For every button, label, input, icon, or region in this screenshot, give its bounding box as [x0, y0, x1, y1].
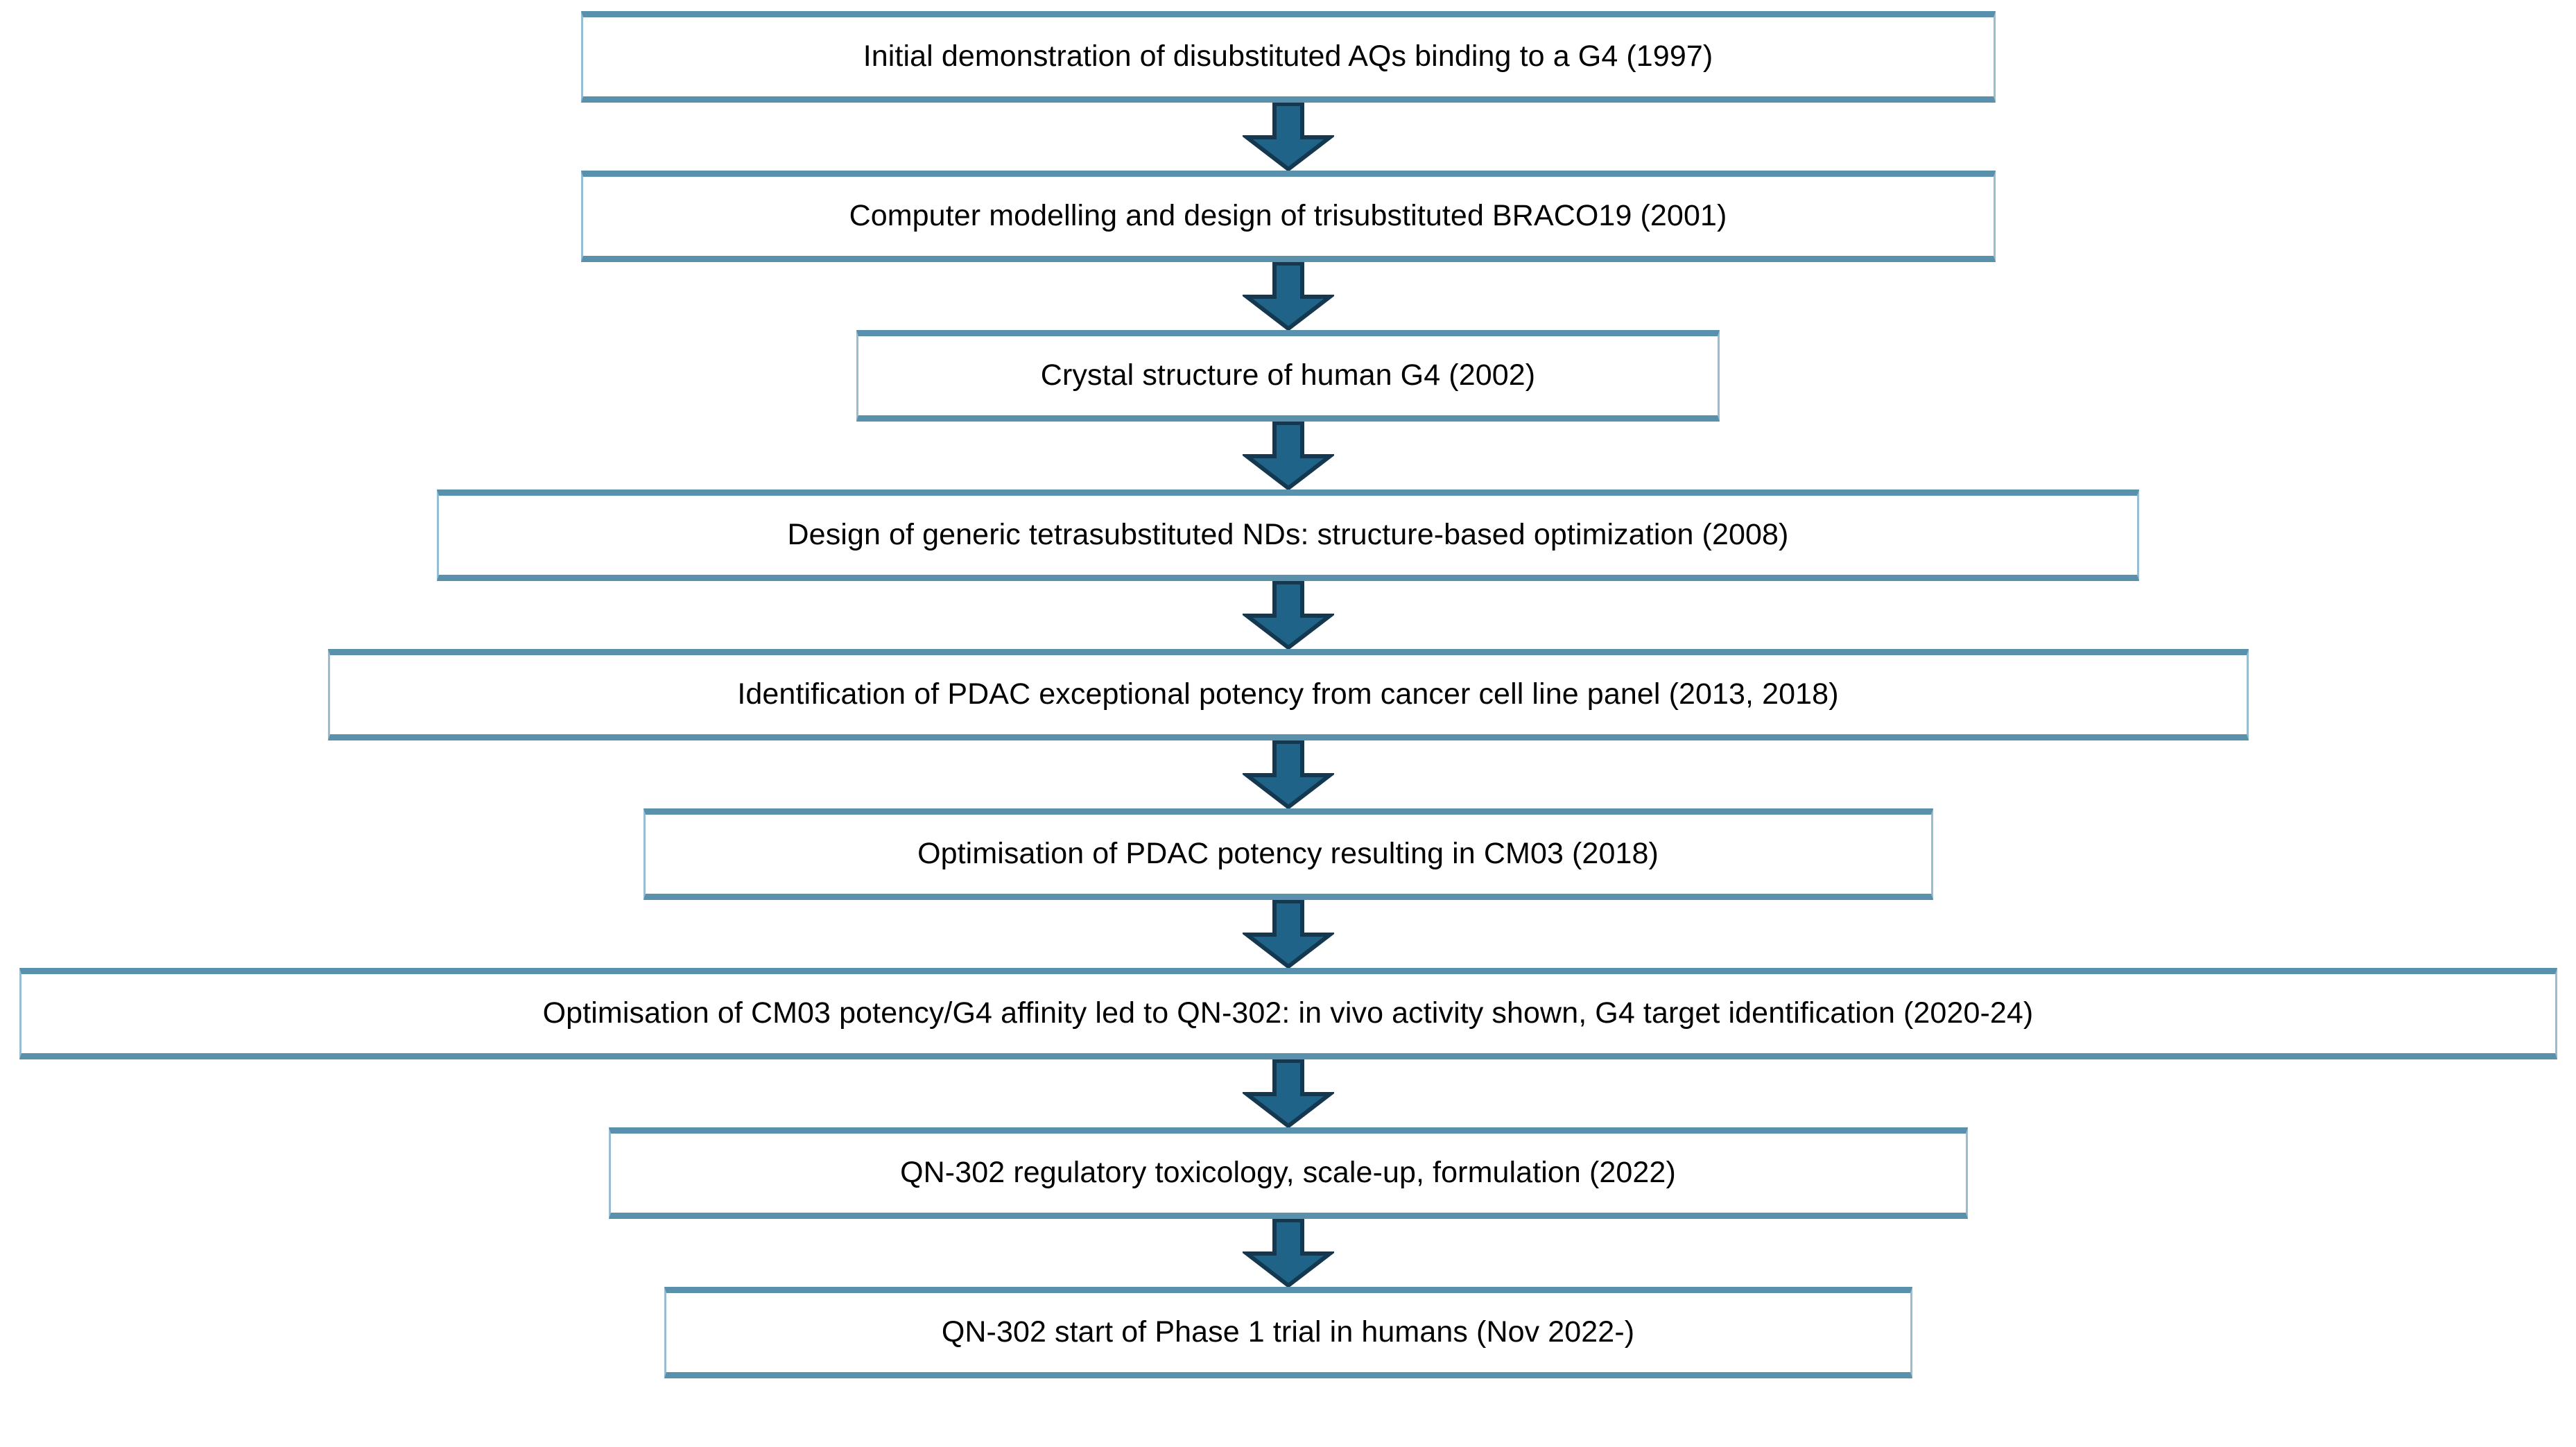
flow-connector-7-to-8 [0, 1059, 2576, 1127]
flow-step-box-3[interactable]: Crystal structure of human G4 (2002) [856, 330, 1720, 422]
flow-step-row-3: Crystal structure of human G4 (2002) [0, 330, 2576, 422]
flow-step-box-1[interactable]: Initial demonstration of disubstituted A… [580, 11, 1996, 103]
flow-step-label-1: Initial demonstration of disubstituted A… [863, 40, 1713, 73]
down-arrow-icon [1242, 262, 1334, 330]
down-arrow-icon [1242, 103, 1334, 171]
flow-step-label-4: Design of generic tetrasubstituted NDs: … [787, 518, 1789, 552]
flow-step-label-7: Optimisation of CM03 potency/G4 affinity… [542, 996, 2034, 1030]
flow-connector-8-to-9 [0, 1219, 2576, 1287]
flow-step-box-8[interactable]: QN-302 regulatory toxicology, scale-up, … [608, 1127, 1968, 1219]
flow-step-box-6[interactable]: Optimisation of PDAC potency resulting i… [643, 808, 1933, 900]
flow-step-row-5: Identification of PDAC exceptional poten… [0, 649, 2576, 740]
flow-step-label-6: Optimisation of PDAC potency resulting i… [917, 837, 1659, 871]
flow-step-row-7: Optimisation of CM03 potency/G4 affinity… [0, 968, 2576, 1059]
down-arrow-icon [1242, 1059, 1334, 1127]
flow-step-label-9: QN-302 start of Phase 1 trial in humans … [941, 1315, 1635, 1349]
flow-connector-5-to-6 [0, 740, 2576, 808]
flow-step-row-9: QN-302 start of Phase 1 trial in humans … [0, 1287, 2576, 1378]
flow-connector-1-to-2 [0, 103, 2576, 171]
down-arrow-icon [1242, 740, 1334, 808]
down-arrow-icon [1242, 581, 1334, 649]
flow-connector-4-to-5 [0, 581, 2576, 649]
flow-step-box-7[interactable]: Optimisation of CM03 potency/G4 affinity… [19, 968, 2557, 1059]
flow-step-row-2: Computer modelling and design of trisubs… [0, 171, 2576, 262]
flow-step-row-6: Optimisation of PDAC potency resulting i… [0, 808, 2576, 900]
flow-step-row-1: Initial demonstration of disubstituted A… [0, 11, 2576, 103]
flow-step-label-3: Crystal structure of human G4 (2002) [1040, 358, 1536, 392]
flow-step-box-2[interactable]: Computer modelling and design of trisubs… [580, 171, 1996, 262]
flow-step-row-4: Design of generic tetrasubstituted NDs: … [0, 489, 2576, 581]
flow-step-box-9[interactable]: QN-302 start of Phase 1 trial in humans … [664, 1287, 1912, 1378]
flow-step-box-5[interactable]: Identification of PDAC exceptional poten… [327, 649, 2249, 740]
down-arrow-icon [1242, 1219, 1334, 1287]
flow-step-label-8: QN-302 regulatory toxicology, scale-up, … [900, 1156, 1676, 1190]
flow-connector-3-to-4 [0, 422, 2576, 489]
down-arrow-icon [1242, 422, 1334, 489]
flow-step-row-8: QN-302 regulatory toxicology, scale-up, … [0, 1127, 2576, 1219]
flow-connector-6-to-7 [0, 900, 2576, 968]
down-arrow-icon [1242, 900, 1334, 968]
flow-step-box-4[interactable]: Design of generic tetrasubstituted NDs: … [437, 489, 2139, 581]
flow-connector-2-to-3 [0, 262, 2576, 330]
flow-step-label-2: Computer modelling and design of trisubs… [849, 199, 1727, 233]
flow-step-label-5: Identification of PDAC exceptional poten… [737, 677, 1839, 711]
